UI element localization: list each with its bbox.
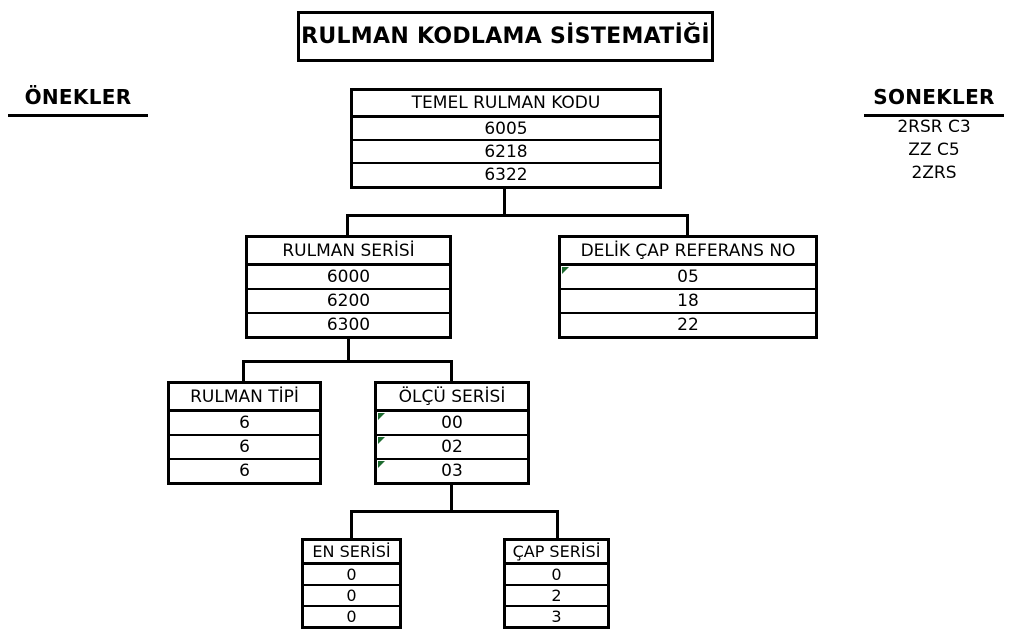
table-header: ÇAP SERİSİ	[506, 541, 607, 565]
number-stored-as-text-flag-icon	[378, 413, 385, 420]
table-cell: 03	[377, 460, 527, 482]
table-cell: 3	[551, 607, 562, 626]
table-header: RULMAN SERİSİ	[248, 238, 449, 266]
table-temel-rulman-kodu: TEMEL RULMAN KODU 6005 6218 6322	[350, 88, 662, 189]
table-cell: 6000	[248, 266, 449, 290]
number-stored-as-text-flag-icon	[562, 267, 569, 274]
connector-rulman-serisi-bar	[242, 360, 453, 363]
table-cell: 0	[346, 607, 357, 626]
connector-to-en-serisi	[350, 510, 353, 541]
table-header: TEMEL RULMAN KODU	[353, 91, 659, 118]
table-cell: 0	[304, 565, 399, 586]
connector-rulman-serisi-stem	[347, 336, 350, 363]
table-cell: 6	[239, 461, 250, 481]
cell-value: 00	[441, 413, 463, 433]
table-cell: 6	[170, 436, 319, 460]
table-header: DELİK ÇAP REFERANS NO	[561, 238, 815, 266]
connector-to-cap-serisi	[556, 510, 559, 541]
connector-olcu-serisi-bar	[350, 510, 559, 513]
connector-to-rulman-serisi	[346, 214, 349, 238]
suffix-item: ZZ C5	[908, 140, 960, 160]
table-cell: 6322	[484, 165, 528, 185]
connector-temel-stem	[503, 186, 506, 217]
table-en-serisi: EN SERİSİ 0 0 0	[301, 538, 402, 629]
connector-to-rulman-tipi	[242, 360, 245, 384]
table-cell: 05	[561, 266, 815, 290]
table-cell: 6218	[353, 141, 659, 164]
suffix-item: 2ZRS	[911, 163, 957, 183]
table-cap-serisi: ÇAP SERİSİ 0 2 3	[503, 538, 610, 629]
connector-temel-bar	[346, 214, 689, 217]
table-cell: 2	[506, 586, 607, 607]
table-cell: 6005	[353, 118, 659, 141]
cell-value: 02	[441, 437, 463, 457]
table-cell: 02	[377, 436, 527, 460]
table-cell: 0	[304, 586, 399, 607]
table-cell: 6200	[248, 290, 449, 314]
table-cell: 22	[677, 315, 699, 335]
cell-value: 05	[677, 267, 699, 287]
table-header: ÖLÇÜ SERİSİ	[377, 384, 527, 412]
table-header: RULMAN TİPİ	[170, 384, 319, 412]
connector-to-olcu-serisi	[450, 360, 453, 384]
table-rulman-tipi: RULMAN TİPİ 6 6 6	[167, 381, 322, 485]
table-cell: 18	[561, 290, 815, 314]
table-cell: 6	[170, 412, 319, 436]
suffixes-heading: SONEKLER	[864, 85, 1004, 117]
diagram-title: RULMAN KODLAMA SİSTEMATİĞİ	[297, 11, 714, 62]
table-delik-cap-referans-no: DELİK ÇAP REFERANS NO 05 18 22	[558, 235, 818, 339]
connector-olcu-serisi-stem	[450, 481, 453, 513]
table-cell: 6300	[326, 315, 371, 335]
suffix-item: 2RSR C3	[897, 117, 971, 137]
number-stored-as-text-flag-icon	[378, 461, 385, 468]
connector-to-delik-cap	[686, 214, 689, 238]
table-rulman-serisi: RULMAN SERİSİ 6000 6200 6300	[245, 235, 452, 339]
table-cell: 0	[506, 565, 607, 586]
table-cell: 00	[377, 412, 527, 436]
table-olcu-serisi: ÖLÇÜ SERİSİ 00 02 03	[374, 381, 530, 485]
table-header: EN SERİSİ	[304, 541, 399, 565]
cell-value: 03	[441, 461, 463, 481]
prefixes-heading: ÖNEKLER	[8, 85, 148, 117]
number-stored-as-text-flag-icon	[378, 437, 385, 444]
